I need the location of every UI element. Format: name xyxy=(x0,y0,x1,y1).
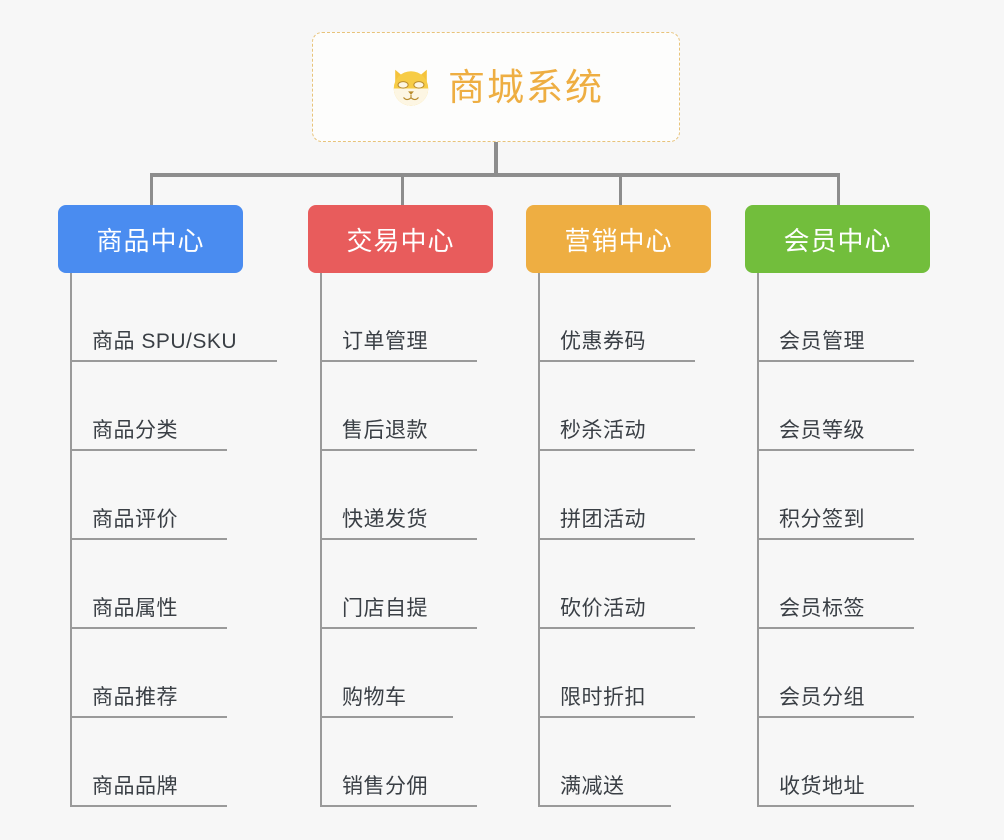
leaf-item[interactable]: 商品属性 xyxy=(70,540,227,629)
leaf-item-label: 秒杀活动 xyxy=(560,419,646,442)
leaf-underline xyxy=(320,716,453,718)
shiba-dog-face-icon xyxy=(393,69,429,106)
column-spine xyxy=(538,273,540,807)
leaf-item-label: 收货地址 xyxy=(779,775,865,798)
leaf-underline xyxy=(70,449,227,451)
leaf-underline xyxy=(538,360,695,362)
leaf-underline xyxy=(320,449,477,451)
leaf-underline xyxy=(538,716,695,718)
leaf-item[interactable]: 会员分组 xyxy=(757,629,914,718)
leaf-item[interactable]: 拼团活动 xyxy=(538,451,695,540)
leaf-underline xyxy=(70,716,227,718)
connector-drop-3 xyxy=(619,173,622,208)
leaf-underline xyxy=(538,449,695,451)
leaf-underline xyxy=(70,627,227,629)
leaf-item-label: 限时折扣 xyxy=(560,686,646,709)
leaf-item-label: 快递发货 xyxy=(342,508,428,531)
root-node[interactable]: 商城系统 xyxy=(312,32,680,142)
leaf-underline xyxy=(757,538,914,540)
leaf-item-label: 商品分类 xyxy=(92,419,178,442)
leaf-item[interactable]: 商品评价 xyxy=(70,451,227,540)
leaf-item[interactable]: 收货地址 xyxy=(757,718,914,807)
leaf-item[interactable]: 售后退款 xyxy=(320,362,477,451)
category-box[interactable]: 商品中心 xyxy=(58,205,243,273)
leaf-item-label: 会员标签 xyxy=(779,597,865,620)
leaf-item-label: 商品属性 xyxy=(92,597,178,620)
leaf-item-label: 商品品牌 xyxy=(92,775,178,798)
leaf-item[interactable]: 订单管理 xyxy=(320,273,477,362)
leaf-list: 会员管理会员等级积分签到会员标签会员分组收货地址 xyxy=(757,273,914,807)
connector-root-stem xyxy=(494,142,498,176)
leaf-underline xyxy=(320,538,477,540)
leaf-item-label: 优惠券码 xyxy=(560,330,646,353)
category-label: 营销中心 xyxy=(564,225,673,256)
leaf-item-label: 商品评价 xyxy=(92,508,178,531)
page-title: 商城系统 xyxy=(448,66,604,108)
leaf-underline xyxy=(320,627,477,629)
leaf-item-label: 砍价活动 xyxy=(560,597,646,620)
leaf-underline xyxy=(757,805,914,807)
leaf-item-label: 门店自提 xyxy=(342,597,428,620)
category-label: 交易中心 xyxy=(346,225,455,256)
leaf-underline xyxy=(538,805,671,807)
leaf-underline xyxy=(70,805,227,807)
leaf-item-label: 售后退款 xyxy=(342,419,428,442)
connector-bus xyxy=(150,173,840,177)
leaf-item[interactable]: 秒杀活动 xyxy=(538,362,695,451)
leaf-item-label: 会员管理 xyxy=(779,330,865,353)
leaf-underline xyxy=(320,360,477,362)
leaf-item-label: 会员等级 xyxy=(779,419,865,442)
leaf-item-label: 购物车 xyxy=(342,686,407,709)
leaf-item[interactable]: 满减送 xyxy=(538,718,671,807)
leaf-item[interactable]: 购物车 xyxy=(320,629,453,718)
leaf-underline xyxy=(757,360,914,362)
category-box[interactable]: 营销中心 xyxy=(526,205,711,273)
leaf-item[interactable]: 商品品牌 xyxy=(70,718,227,807)
leaf-item-label: 订单管理 xyxy=(342,330,428,353)
leaf-item-label: 拼团活动 xyxy=(560,508,646,531)
leaf-underline xyxy=(320,805,477,807)
leaf-underline xyxy=(70,538,227,540)
leaf-item[interactable]: 门店自提 xyxy=(320,540,477,629)
leaf-item[interactable]: 优惠券码 xyxy=(538,273,695,362)
leaf-underline xyxy=(538,538,695,540)
leaf-item[interactable]: 商品推荐 xyxy=(70,629,227,718)
column-spine xyxy=(757,273,759,807)
category-box[interactable]: 交易中心 xyxy=(308,205,493,273)
leaf-underline xyxy=(70,360,277,362)
leaf-item[interactable]: 会员管理 xyxy=(757,273,914,362)
connector-drop-2 xyxy=(401,173,404,208)
leaf-list: 优惠券码秒杀活动拼团活动砍价活动限时折扣满减送 xyxy=(538,273,695,807)
leaf-item[interactable]: 销售分佣 xyxy=(320,718,477,807)
leaf-item[interactable]: 砍价活动 xyxy=(538,540,695,629)
leaf-list: 订单管理售后退款快递发货门店自提购物车销售分佣 xyxy=(320,273,477,807)
leaf-item[interactable]: 积分签到 xyxy=(757,451,914,540)
leaf-item[interactable]: 快递发货 xyxy=(320,451,477,540)
connector-drop-1 xyxy=(150,173,153,208)
leaf-list: 商品 SPU/SKU 商品分类商品评价商品属性商品推荐商品品牌 xyxy=(70,273,277,807)
category-label: 会员中心 xyxy=(783,225,892,256)
leaf-underline xyxy=(757,627,914,629)
leaf-item[interactable]: 会员标签 xyxy=(757,540,914,629)
column-spine xyxy=(70,273,72,807)
leaf-item-label: 满减送 xyxy=(560,775,625,798)
leaf-item[interactable]: 会员等级 xyxy=(757,362,914,451)
category-box[interactable]: 会员中心 xyxy=(745,205,930,273)
leaf-item-label: 销售分佣 xyxy=(342,775,428,798)
leaf-underline xyxy=(538,627,695,629)
column-spine xyxy=(320,273,322,807)
leaf-item[interactable]: 限时折扣 xyxy=(538,629,695,718)
leaf-underline xyxy=(757,449,914,451)
connector-drop-4 xyxy=(837,173,840,208)
leaf-item-label: 会员分组 xyxy=(779,686,865,709)
leaf-item-label: 商品 SPU/SKU xyxy=(92,330,238,353)
leaf-item[interactable]: 商品 SPU/SKU xyxy=(70,273,277,362)
leaf-underline xyxy=(757,716,914,718)
category-label: 商品中心 xyxy=(96,225,205,256)
leaf-item-label: 商品推荐 xyxy=(92,686,178,709)
leaf-item-label: 积分签到 xyxy=(779,508,865,531)
leaf-item[interactable]: 商品分类 xyxy=(70,362,227,451)
